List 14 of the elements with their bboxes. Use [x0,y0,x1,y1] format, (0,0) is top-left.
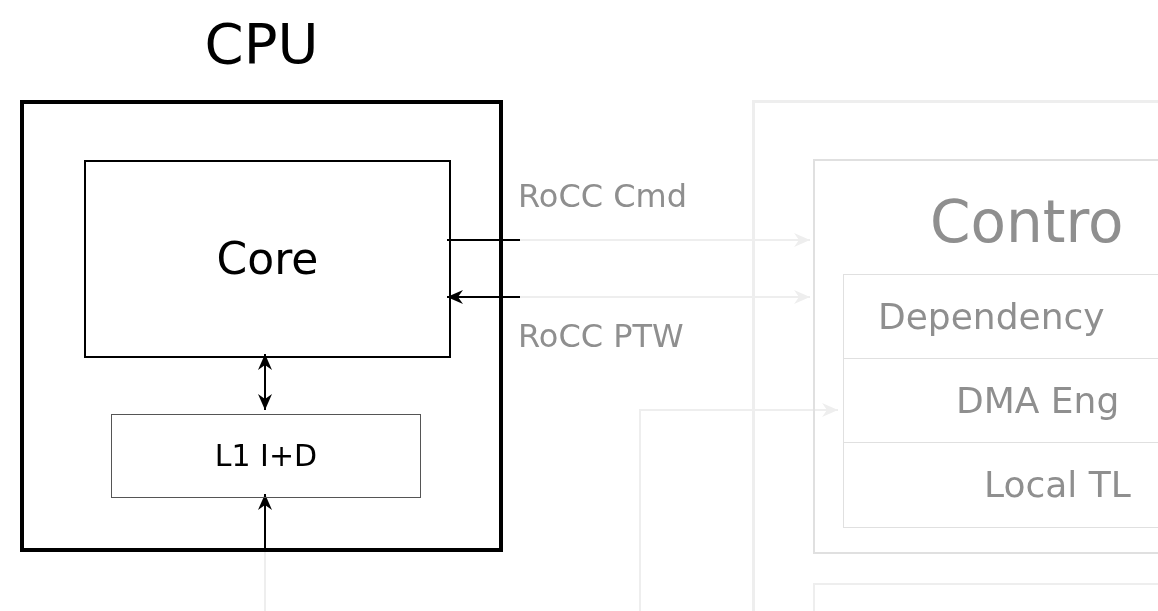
arrow [258,493,272,611]
node-label: L1 I+D [214,441,318,471]
node-label: DMA Eng [955,382,1120,419]
node-label: Dependency [877,298,1105,335]
node-label: Local TL [983,467,1131,503]
arrow [258,353,272,411]
arrow [446,233,811,247]
arrow [639,403,839,611]
node-label: Contro [930,193,1124,251]
cache-box [111,414,421,498]
core-box [84,160,451,358]
node-label: Core [216,237,319,281]
heading: CPU [203,16,320,72]
arrow [446,290,811,304]
